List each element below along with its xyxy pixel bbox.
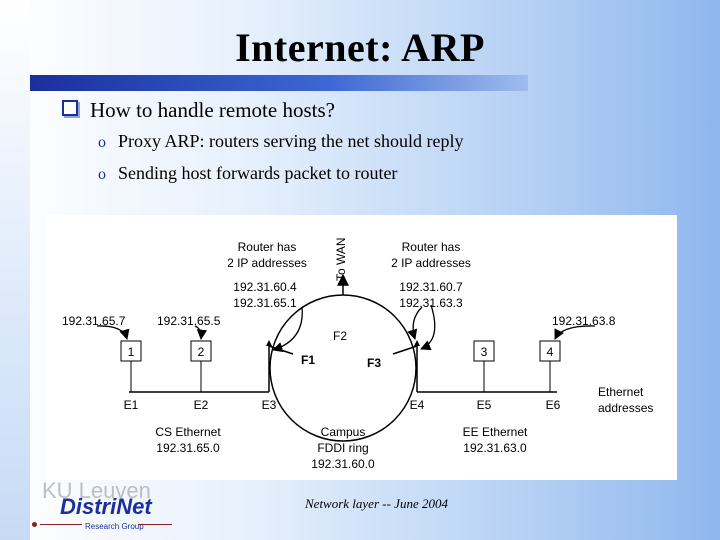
logo-rule-left — [40, 524, 82, 525]
title-underline — [30, 75, 528, 91]
logo-research-group-text: Research Group — [85, 522, 144, 531]
port-f3-label: F3 — [367, 356, 381, 370]
logo-rule-right — [138, 524, 172, 525]
ethernet-address-e5: E5 — [477, 398, 492, 412]
campus-fddi-address: 192.31.60.0 — [311, 457, 375, 471]
slide-footer: Network layer -- June 2004 — [305, 496, 448, 511]
sub-bullet-text: Proxy ARP: routers serving the net shoul… — [118, 131, 464, 151]
router-left-line1: Router has — [238, 240, 297, 254]
campus-fddi-line1: Campus — [321, 425, 366, 439]
ethernet-address-e4: E4 — [410, 398, 425, 412]
router-right-ip1: 192.31.60.7 — [399, 280, 463, 294]
ethernet-legend-line2: addresses — [598, 401, 653, 415]
router-right-link — [392, 345, 418, 355]
fddi-ring — [269, 294, 417, 442]
ethernet-address-e3: E3 — [262, 398, 277, 412]
router-left-line2: 2 IP addresses — [227, 256, 307, 270]
ethernet-address-e2: E2 — [194, 398, 209, 412]
router-left-ip1: 192.31.60.4 — [233, 280, 297, 294]
host-4-label: 4 — [547, 345, 554, 359]
main-bullet-text: How to handle remote hosts? — [90, 98, 335, 122]
host-2-ip-arrow — [194, 325, 208, 341]
sub-bullet-marker: o — [98, 166, 106, 183]
sub-bullet-2: o Sending host forwards packet to router — [98, 163, 397, 184]
host-2-box — [190, 340, 212, 362]
router-right-line1: Router has — [402, 240, 461, 254]
ee-ethernet-name: EE Ethernet — [463, 425, 528, 439]
network-diagram-svg: To WAN 1 2 3 4 Router has 2 IP addresses… — [62, 237, 653, 471]
sub-bullet-text: Sending host forwards packet to router — [118, 163, 398, 183]
router-right-ip2: 192.31.63.3 — [399, 296, 463, 310]
logo-dot-left — [32, 522, 37, 527]
port-f2-label: F2 — [333, 329, 347, 343]
to-wan-label: To WAN — [334, 237, 348, 281]
host-1-label: 1 — [128, 345, 135, 359]
sub-bullet-1: o Proxy ARP: routers serving the net shou… — [98, 131, 463, 152]
proxy-arp-diagram: To WAN 1 2 3 4 Router has 2 IP addresses… — [47, 215, 677, 480]
host-1-ip-arrow — [96, 325, 130, 340]
host-1-box — [120, 340, 142, 362]
left-decoration-bar — [0, 0, 30, 540]
logo-distrinet-text: DistriNet — [60, 494, 152, 519]
host-1-ip: 192.31.65.7 — [62, 314, 126, 328]
host-4-ip: 192.31.63.8 — [552, 314, 616, 328]
checkbox-bullet-icon — [62, 100, 78, 116]
router-right-ip2-arrow — [420, 304, 436, 351]
ethernet-address-e1: E1 — [124, 398, 139, 412]
host-4-ip-arrow — [554, 325, 596, 340]
sub-bullet-marker: o — [98, 134, 106, 151]
host-4-box — [539, 340, 561, 362]
router-right-ip-arrow — [407, 306, 423, 340]
ee-ethernet-address: 192.31.63.0 — [463, 441, 527, 455]
router-left-ip2: 192.31.65.1 — [233, 296, 297, 310]
router-right-line2: 2 IP addresses — [391, 256, 471, 270]
router-left-icon — [266, 340, 272, 346]
router-left-ip-arrow — [272, 306, 303, 353]
host-2-ip: 192.31.65.5 — [157, 314, 221, 328]
slide-title: Internet: ARP — [235, 25, 485, 70]
router-right-icon — [414, 340, 420, 346]
port-f1-label: F1 — [301, 353, 315, 367]
campus-fddi-line2: FDDI ring — [317, 441, 368, 455]
main-bullet: How to handle remote hosts? — [62, 98, 335, 123]
ethernet-legend-line1: Ethernet — [598, 385, 644, 399]
ethernet-address-e6: E6 — [546, 398, 561, 412]
cs-ethernet-address: 192.31.65.0 — [156, 441, 220, 455]
host-3-label: 3 — [481, 345, 488, 359]
logo-kuleuven-text: KU Leuven — [42, 478, 151, 503]
distrinet-logo: KU Leuven DistriNet Research Group — [30, 478, 180, 536]
host-3-box — [473, 340, 495, 362]
host-2-label: 2 — [198, 345, 205, 359]
cs-ethernet-name: CS Ethernet — [155, 425, 221, 439]
